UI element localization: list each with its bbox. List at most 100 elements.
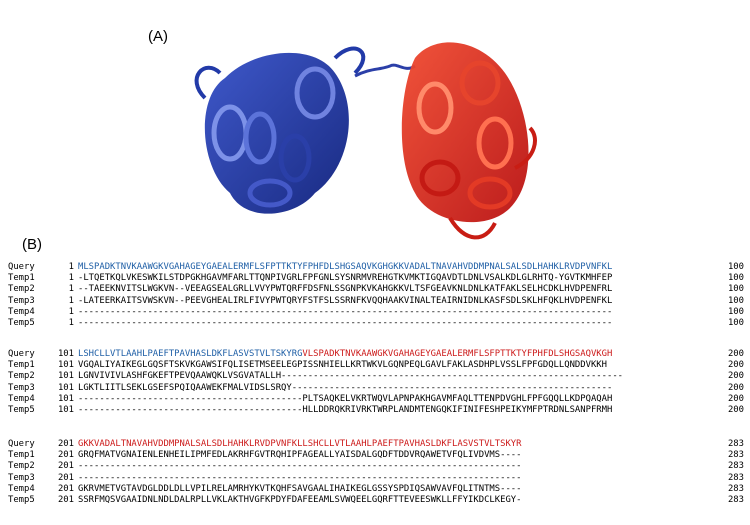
sequence-text: LGNVIVIVLASHFGKEFTPEVQAAWQKLVSGVATALLH--… (78, 371, 718, 382)
sequence-text: -LTQETKQLVKESWKILSTDPGKHGAVMFARLTTQNPIVG… (78, 273, 718, 284)
end-position: 100 (727, 295, 744, 306)
sequence-segment: ----------------------------------------… (78, 317, 613, 328)
start-position: 1 (68, 295, 74, 306)
sequence-segment: ----------------------------------------… (78, 393, 613, 404)
sequence-text: ----------------------------------------… (78, 394, 718, 405)
sequence-text: GKRVMETVGTAVDGLDDLDLLVPILRELAMRHYKVTKQHF… (78, 484, 718, 495)
sequence-segment: LGKTLIITLSEKLGSEFSPQIQAAWEKFMALVIDSLSRQY… (78, 382, 613, 393)
alignment-row: Temp4 1 ----------------------------------… (8, 307, 744, 318)
alignment-row: Temp3 201 --------------------------------… (8, 473, 744, 484)
sequence-name: Temp5 (8, 404, 35, 415)
sequence-name: Temp3 (8, 472, 35, 483)
sequence-segment: GKKVADALTNAVAHVDDMPNALSALSDLHAHKLRVDPVNF… (78, 439, 522, 449)
sequence-name: Temp4 (8, 393, 35, 404)
sequence-segment: ----------------------------------------… (78, 461, 522, 472)
sequence-name: Temp5 (8, 494, 35, 505)
sequence-segment: VGQALIYAIKEGLGQSFTSKVKGAWSIFQLISETMSEELE… (78, 360, 607, 371)
sequence-name: Query (8, 349, 35, 359)
start-position: 201 (57, 472, 74, 483)
sequence-name: Temp2 (8, 284, 35, 295)
sequence-name: Temp1 (8, 450, 35, 461)
sequence-text: VGQALIYAIKEGLGQSFTSKVKGAWSIFQLISETMSEELE… (78, 360, 718, 371)
alignment-row: Temp2 201 --------------------------------… (8, 461, 744, 472)
start-position: 101 (57, 371, 74, 382)
sequence-text: ----------------------------------------… (78, 318, 718, 329)
sequence-text: LSHCLLVTLAAHLPAEFTPAVHASLDKFLASVSTVLTSKY… (78, 349, 718, 360)
sequence-segment: ----------------------------------------… (78, 472, 522, 483)
sequence-name: Query (8, 262, 35, 272)
sequence-segment: VLSPADKTNVKAAWGKVGAHAGEYGAEALERMFLSFPTTK… (302, 349, 613, 359)
sequence-name: Temp5 (8, 317, 35, 328)
end-position: 100 (727, 284, 744, 295)
sequence-name: Temp4 (8, 483, 35, 494)
sequence-segment: -LTQETKQLVKESWKILSTDPGKHGAVMFARLTTQNPIVG… (78, 273, 613, 284)
panel-label-a: (A) (148, 28, 168, 45)
sequence-text: LGKTLIITLSEKLGSEFSPQIQAAWEKFMALVIDSLSRQY… (78, 383, 718, 394)
sequence-segment: GRQFMATVGNAIENLENHEILIPMFEDLAKRHFGVTRQHI… (78, 450, 522, 461)
sequence-name: Temp2 (8, 461, 35, 472)
alignment-row: Temp1 1 -LTQETKQLVKESWKILSTDPGKHGAVMFARLTT… (8, 273, 744, 284)
alignment-row: Temp1 201 GRQFMATVGNAIENLENHEILIPMFEDLAKRH… (8, 450, 744, 461)
alignment-row: Temp2 101 LGNVIVIVLASHFGKEFTPEVQAAWQKLVSGV… (8, 371, 744, 382)
start-position: 101 (57, 404, 74, 415)
start-position: 101 (57, 360, 74, 371)
start-position: 101 (57, 382, 74, 393)
sequence-name: Query (8, 439, 35, 449)
sequence-text: -LATEERKAITSVWSKVN--PEEVGHEALIRLFIVYPWTQ… (78, 296, 718, 307)
end-position: 283 (727, 439, 744, 449)
alignment-row: Temp5 101 --------------------------------… (8, 405, 744, 416)
end-position: 200 (727, 404, 744, 415)
start-position: 201 (57, 439, 74, 449)
end-position: 200 (727, 393, 744, 404)
alignment-block: Query 101 LSHCLLVTLAAHLPAEFTPAVHASLDKFLASV… (8, 349, 744, 416)
sequence-text: GRQFMATVGNAIENLENHEILIPMFEDLAKRHFGVTRQHI… (78, 450, 718, 461)
end-position: 283 (727, 494, 744, 505)
sequence-text: GKKVADALTNAVAHVDDMPNALSALSDLHAHKLRVDPVNF… (78, 439, 718, 450)
alignment-row: Temp5 1 ----------------------------------… (8, 318, 744, 329)
sequence-segment: ----------------------------------------… (78, 306, 613, 317)
alignment-row: Temp1 101 VGQALIYAIKEGLGQSFTSKVKGAWSIFQLIS… (8, 360, 744, 371)
start-position: 1 (68, 273, 74, 284)
sequence-name: Temp1 (8, 273, 35, 284)
end-position: 100 (727, 317, 744, 328)
end-position: 100 (727, 306, 744, 317)
sequence-segment: SSRFMQSVGAAIDNLNDLDALRPLLVKLAKTHVGFKPDYF… (78, 494, 522, 505)
red-domain-ribbon (401, 42, 537, 240)
start-position: 201 (57, 461, 74, 472)
linker-ribbon (354, 63, 416, 78)
end-position: 200 (727, 360, 744, 371)
end-position: 283 (727, 483, 744, 494)
start-position: 201 (57, 450, 74, 461)
start-position: 1 (68, 262, 74, 272)
sequence-segment: -LATEERKAITSVWSKVN--PEEVGHEALIRLFIVYPWTQ… (78, 295, 613, 306)
alignment-row: Temp2 1 --TAEEKNVITSLWGKVN--VEEAGSEALGRLLV… (8, 284, 744, 295)
end-position: 200 (727, 382, 744, 393)
end-position: 200 (727, 371, 744, 382)
end-position: 200 (727, 349, 744, 359)
start-position: 1 (68, 284, 74, 295)
start-position: 1 (68, 306, 74, 317)
panel-label-b: (B) (22, 236, 42, 253)
sequence-text: ----------------------------------------… (78, 405, 718, 416)
sequence-name: Temp4 (8, 306, 35, 317)
sequence-segment: LGNVIVIVLASHFGKEFTPEVQAAWQKLVSGVATALLH--… (78, 371, 624, 382)
alignment-row: Query 201 GKKVADALTNAVAHVDDMPNALSALSDLHAHK… (8, 439, 744, 450)
sequence-segment: GKRVMETVGTAVDGLDDLDLLVPILRELAMRHYKVTKQHF… (78, 483, 522, 494)
end-position: 100 (727, 262, 744, 272)
sequence-text: --TAEEKNVITSLWGKVN--VEEAGSEALGRLLVVYPWTQ… (78, 284, 718, 295)
sequence-name: Temp1 (8, 360, 35, 371)
sequence-segment: ----------------------------------------… (78, 404, 613, 415)
sequence-text: ----------------------------------------… (78, 473, 718, 484)
sequence-segment: --TAEEKNVITSLWGKVN--VEEAGSEALGRLLVVYPWTQ… (78, 284, 613, 295)
sequence-name: Temp2 (8, 371, 35, 382)
start-position: 101 (57, 349, 74, 359)
start-position: 101 (57, 393, 74, 404)
start-position: 1 (68, 317, 74, 328)
blue-domain-ribbon (194, 46, 366, 214)
alignment-row: Query 101 LSHCLLVTLAAHLPAEFTPAVHASLDKFLASV… (8, 349, 744, 360)
end-position: 100 (727, 273, 744, 284)
